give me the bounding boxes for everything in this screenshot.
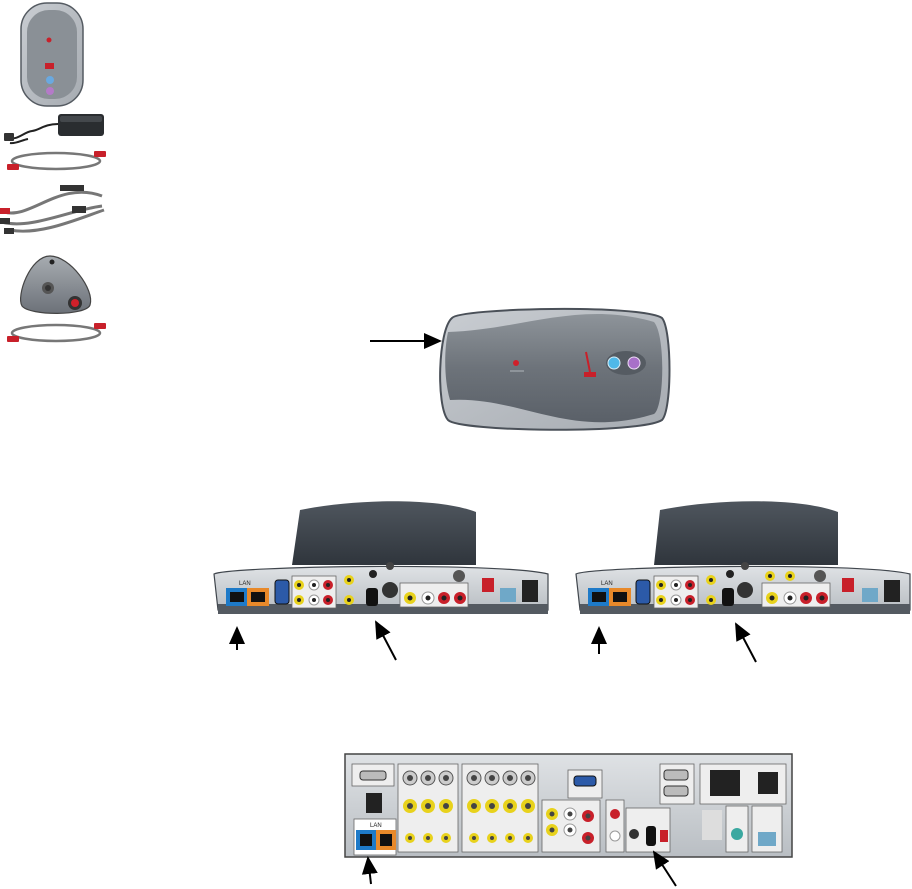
rack-lan-label: LAN (370, 823, 382, 829)
kit-microphone-pod (21, 256, 91, 313)
arrow-mic-1 (376, 622, 396, 660)
arrow-rack-lan (368, 858, 371, 884)
kit-lan-cable (7, 151, 106, 170)
kit-codec-unit (21, 3, 83, 106)
lan-label-1: LAN (239, 581, 251, 587)
arrow-mic-2 (736, 624, 756, 662)
rack-lan-ports: LAN (354, 819, 396, 855)
lan-label-2: LAN (601, 581, 613, 587)
codec-back-view-1: LAN (214, 501, 548, 614)
rack-mic-ports (626, 808, 670, 852)
codec-front-view (440, 309, 669, 430)
kit-av-cable (0, 185, 104, 234)
kit-mic-cable (7, 323, 106, 342)
codec-back-view-2: LAN (576, 501, 910, 614)
rack-back-panel: LAN (345, 754, 792, 857)
kit-power-supply (4, 114, 104, 143)
